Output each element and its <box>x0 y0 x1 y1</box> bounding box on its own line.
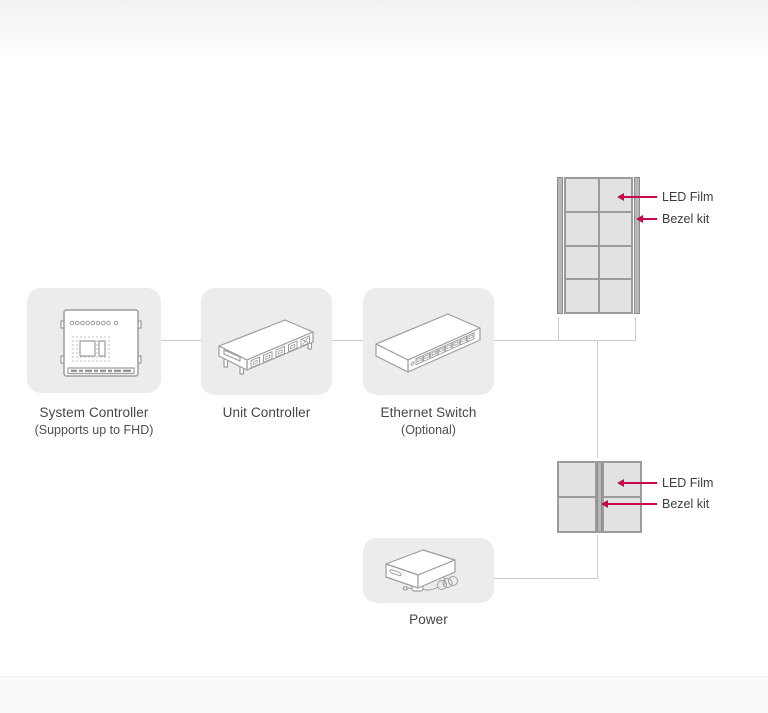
label-ethernet-switch: Ethernet Switch <box>380 405 477 420</box>
panel-cell <box>566 179 598 211</box>
bezel-strip-right <box>634 177 640 314</box>
annotation-bezel-kit-top: Bezel kit <box>662 212 710 226</box>
annotation-led-film-bottom: LED Film <box>662 476 714 490</box>
bezel-kit-arrow-top <box>636 215 643 223</box>
panel-cell <box>599 280 631 312</box>
ethernet-switch-icon <box>375 313 481 373</box>
led-film-arrow-top <box>617 193 624 201</box>
bezel-kit-arrow-bottom <box>601 500 608 508</box>
panel-cell <box>559 463 595 496</box>
annotation-bezel-kit-bottom: Bezel kit <box>662 497 710 511</box>
led-panel-bottom <box>557 461 642 533</box>
top-gradient-band <box>0 0 768 58</box>
bottom-gray-band <box>0 676 768 713</box>
connector-system-to-unit <box>161 340 201 341</box>
connector-bus-to-panel-bottom <box>597 340 598 458</box>
sublabel-ethernet-switch: (Optional) <box>401 423 456 437</box>
led-film-arrowline-bottom <box>624 482 657 484</box>
label-system-controller: System Controller <box>39 405 149 420</box>
led-film-arrow-bottom <box>617 479 624 487</box>
connector-power-horizontal <box>494 578 598 579</box>
connector-panel-top-left-drop <box>558 317 559 341</box>
bezel-kit-arrowline-top <box>643 218 657 220</box>
power-adapter-icon <box>385 549 458 592</box>
bezel-strip-left <box>557 177 563 314</box>
label-power: Power <box>409 612 448 627</box>
panel-cell <box>599 246 631 279</box>
label-unit-controller: Unit Controller <box>222 405 311 420</box>
connector-panel-top-right-drop <box>635 317 636 341</box>
unit-controller-icon <box>218 319 314 375</box>
panel-cell <box>566 246 598 279</box>
panel-cell <box>559 498 595 531</box>
sublabel-system-controller: (Supports up to FHD) <box>34 423 154 437</box>
bezel-kit-arrowline-bottom <box>608 503 657 505</box>
connector-unit-to-ethernet <box>332 340 363 341</box>
system-controller-icon <box>60 309 142 377</box>
panel-cell <box>566 280 598 312</box>
connector-panel-bottom-to-power <box>597 535 598 578</box>
panel-cell <box>566 212 598 245</box>
panel-cell <box>599 179 631 211</box>
bezel-strip-center <box>597 463 602 531</box>
annotation-led-film-top: LED Film <box>662 190 714 204</box>
connector-ethernet-to-panels <box>494 340 636 341</box>
led-film-arrowline-top <box>624 196 657 198</box>
panel-cell <box>599 212 631 245</box>
